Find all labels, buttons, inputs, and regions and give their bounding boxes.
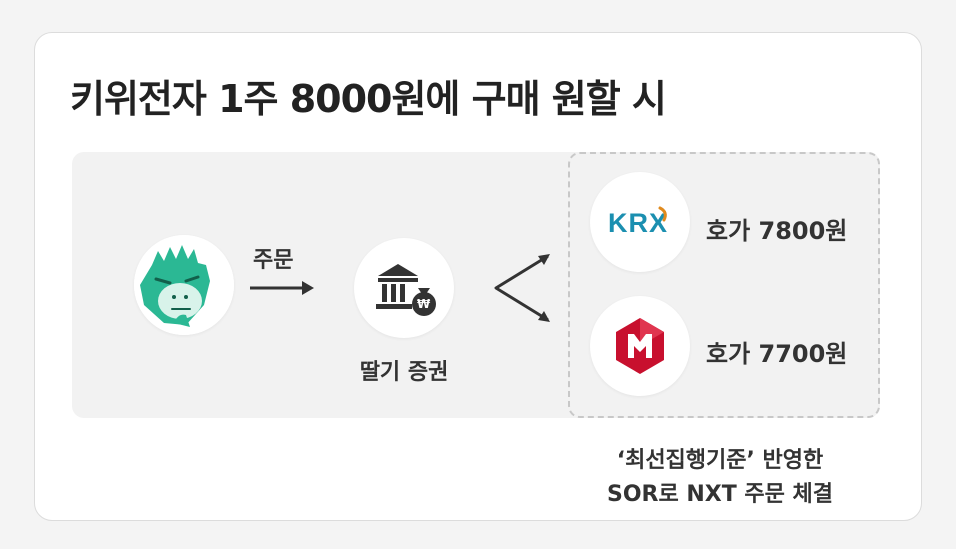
svg-text:KRX: KRX: [608, 208, 668, 238]
bank-icon: [376, 264, 418, 309]
currency-symbol: ₩: [417, 297, 431, 311]
krx-logo-icon: KRX: [608, 206, 668, 238]
exchange-group-box: [568, 152, 880, 418]
page-title: 키위전자 1주 8000원에 구매 원할 시: [70, 77, 667, 121]
order-label: 주문: [253, 248, 294, 273]
broker-name: 딸기 증권: [359, 360, 449, 385]
nxt-logo-circle: [590, 296, 690, 396]
nxt-logo-icon: [616, 318, 664, 374]
broker-avatar: ₩: [354, 238, 454, 338]
arrow-right-icon: [250, 281, 314, 295]
dinosaur-mascot-icon: [134, 235, 234, 335]
footer-line-2: SOR로 NXT 주문 체결: [606, 482, 834, 507]
nxt-quote: 호가 7700원: [706, 340, 848, 368]
mascot-avatar: [134, 235, 234, 335]
footer-line-1: ‘최선집행기준’ 반영한: [616, 448, 824, 473]
branch-arrows-icon: [494, 254, 550, 322]
krx-quote: 호가 7800원: [706, 217, 848, 245]
krx-logo-circle: KRX: [590, 172, 690, 272]
money-bag-icon: [412, 288, 436, 316]
footer-caption: ‘최선집행기준’ 반영한 SOR로 NXT 주문 체결: [580, 444, 860, 512]
